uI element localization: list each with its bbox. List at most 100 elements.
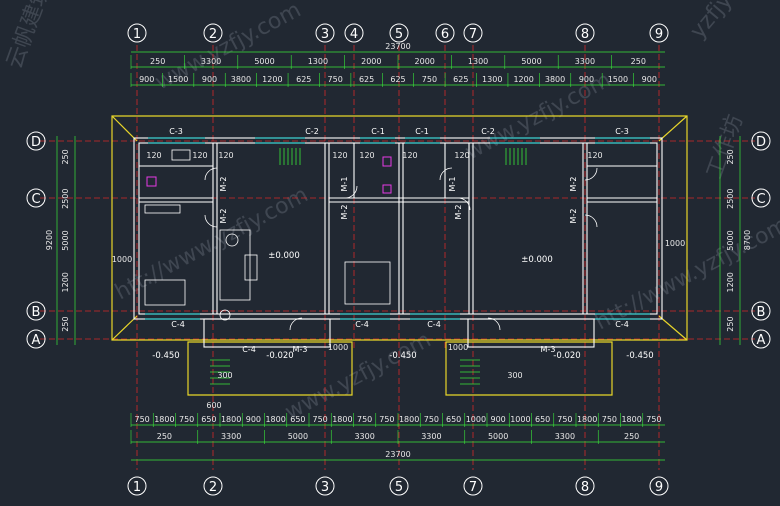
dimension-value: 2500 [726, 189, 735, 209]
dimension-value: 3300 [221, 432, 241, 441]
dimension-value: 5000 [521, 57, 541, 66]
window-label: M-3 [541, 345, 556, 354]
dimension-value: 750 [646, 415, 661, 424]
dimension-value: 750 [357, 415, 372, 424]
inner-dimension: 120 [402, 151, 417, 160]
inner-dimension: 1000 [112, 255, 132, 264]
dimension-value: 1800 [621, 415, 641, 424]
dimension-value: 1300 [308, 57, 328, 66]
dimension-value: 650 [290, 415, 305, 424]
window-label: C-4 [615, 320, 629, 329]
dimension-value: 750 [179, 415, 194, 424]
axis-label: A [757, 333, 766, 348]
axis-bubble-D: D [26, 131, 46, 151]
dimension-value: 750 [312, 415, 327, 424]
elevation-label: -0.020 [553, 351, 580, 361]
door-label: M-2 [340, 205, 349, 220]
axis-label: 1 [133, 480, 141, 495]
dimension-value: 2000 [415, 57, 435, 66]
dimension-value: 1200 [726, 272, 735, 292]
watermark-text: htt://www.yzfjy.com [111, 182, 312, 305]
elevation-label: -0.450 [389, 351, 416, 361]
axis-bubble-6: 6 [435, 23, 455, 43]
dimension-value: 250 [631, 57, 646, 66]
dimension-value: 3800 [545, 75, 565, 84]
axis-bubble-7: 7 [463, 23, 483, 43]
window-label: C-1 [415, 127, 429, 136]
axis-label: B [757, 305, 766, 320]
dimension-value: 5000 [254, 57, 274, 66]
axis-label: 6 [441, 27, 449, 42]
window-label: C-4 [171, 320, 185, 329]
dimension-value: 750 [424, 415, 439, 424]
window-label: C-3 [615, 127, 629, 136]
dimension-value: 250 [61, 316, 70, 331]
axis-label: 9 [655, 27, 663, 42]
axis-label: 8 [581, 27, 589, 42]
dimension-value: 250 [726, 149, 735, 164]
watermark: www.yzfjy.com htt://www.yzfjy.com www.yz… [2, 0, 780, 425]
inner-dimension: 120 [218, 151, 233, 160]
dimension-value: 625 [296, 75, 311, 84]
dimension-value: 1800 [577, 415, 597, 424]
dimension-value: 750 [134, 415, 149, 424]
dimension-value: 1200 [262, 75, 282, 84]
axis-grid [40, 45, 755, 470]
inner-dimension: 120 [146, 151, 161, 160]
dimension-value: 625 [453, 75, 468, 84]
axis-label: 1 [133, 27, 141, 42]
axis-bubble-3: 3 [315, 23, 335, 43]
axis-label: A [32, 333, 41, 348]
inner-dimension: 120 [454, 151, 469, 160]
dimension-value: 1500 [608, 75, 628, 84]
axis-bubble-B: B [26, 301, 46, 321]
dimension-value: 250 [150, 57, 165, 66]
dimension-value: 650 [446, 415, 461, 424]
inner-dimension: 120 [332, 151, 347, 160]
dimension-value: 1200 [513, 75, 533, 84]
elevation-label: ±0.000 [521, 255, 552, 265]
dimension-value: 250 [157, 432, 172, 441]
axis-bubble-D: D [751, 131, 771, 151]
dimension-value: 1800 [399, 415, 419, 424]
axis-label: C [756, 192, 765, 207]
inner-dimension: 120 [359, 151, 374, 160]
door-label: M-1 [448, 177, 457, 192]
door-label: M-2 [219, 209, 228, 224]
inner-dimension: 600 [206, 401, 221, 410]
dimension-value: 750 [557, 415, 572, 424]
dimension-value: 1800 [265, 415, 285, 424]
dimension-value: 650 [201, 415, 216, 424]
axis-bubble-C: C [26, 188, 46, 208]
axis-label: 7 [469, 27, 477, 42]
inner-dimension: 1000 [448, 343, 468, 352]
axis-bubble-C: C [751, 188, 771, 208]
dimension-total: 9200 [45, 230, 54, 250]
window-label: C-4 [427, 320, 441, 329]
dimension-value: 1000 [510, 415, 530, 424]
dimension-value: 750 [328, 75, 343, 84]
dimension-value: 750 [602, 415, 617, 424]
elevation-label: -0.450 [152, 351, 179, 361]
elevation-label: -0.020 [266, 351, 293, 361]
dimension-value: 900 [490, 415, 505, 424]
window-label: C-4 [355, 320, 369, 329]
dimension-value: 3300 [575, 57, 595, 66]
dimension-value: 750 [379, 415, 394, 424]
appliances [146, 156, 392, 194]
window-label: C-2 [481, 127, 495, 136]
dimension-value: 1300 [482, 75, 502, 84]
axis-label: 9 [655, 480, 663, 495]
door-label: M-2 [454, 205, 463, 220]
total-width-bottom: 23700 [385, 450, 410, 459]
inner-dimension: 300 [217, 371, 232, 380]
axis-label: D [756, 135, 766, 150]
axis-bubble-2: 2 [203, 476, 223, 496]
window-label: C-2 [305, 127, 319, 136]
door-swings [204, 167, 598, 331]
dimension-value: 3300 [201, 57, 221, 66]
